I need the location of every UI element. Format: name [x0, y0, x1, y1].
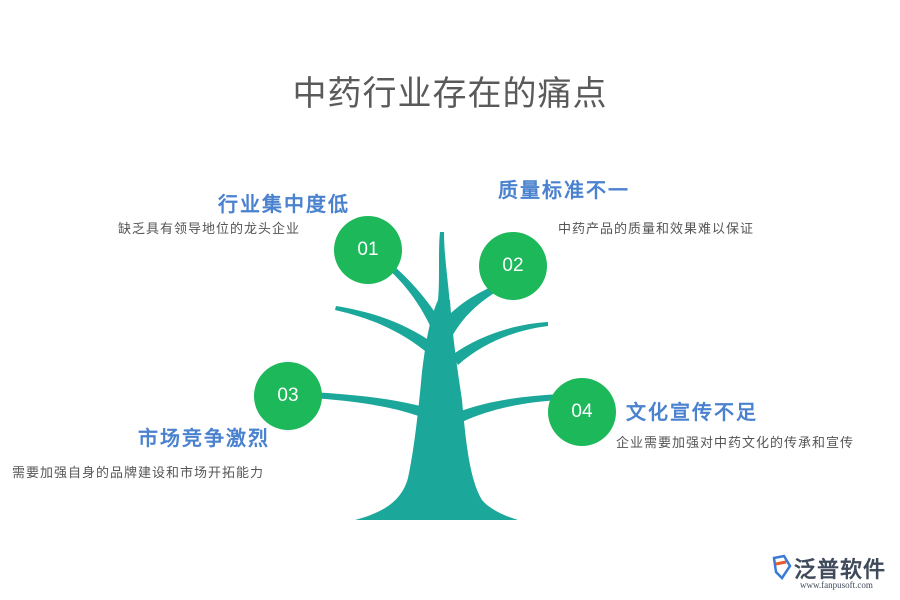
fanpu-logo-icon — [772, 554, 792, 580]
logo-url: www.fanpusoft.com — [800, 580, 873, 590]
desc-03: 需要加强自身的品牌建设和市场开拓能力 — [12, 466, 265, 481]
heading-03: 市场竞争激烈 — [138, 426, 270, 450]
node-04: 04 — [548, 378, 616, 446]
desc-02: 中药产品的质量和效果难以保证 — [558, 222, 755, 237]
brand-logo: 泛普软件 www.fanpusoft.com — [770, 552, 895, 596]
logo-name: 泛普软件 — [794, 558, 887, 583]
node-02: 02 — [479, 232, 547, 300]
desc-01: 缺乏具有领导地位的龙头企业 — [118, 222, 301, 237]
page-title: 中药行业存在的痛点 — [292, 74, 608, 114]
node-03: 03 — [254, 362, 322, 430]
node-01: 01 — [334, 216, 402, 284]
heading-02: 质量标准不一 — [498, 178, 630, 202]
heading-01: 行业集中度低 — [218, 192, 350, 216]
desc-04: 企业需要加强对中药文化的传承和宣传 — [616, 436, 855, 451]
heading-04: 文化宣传不足 — [626, 400, 758, 424]
